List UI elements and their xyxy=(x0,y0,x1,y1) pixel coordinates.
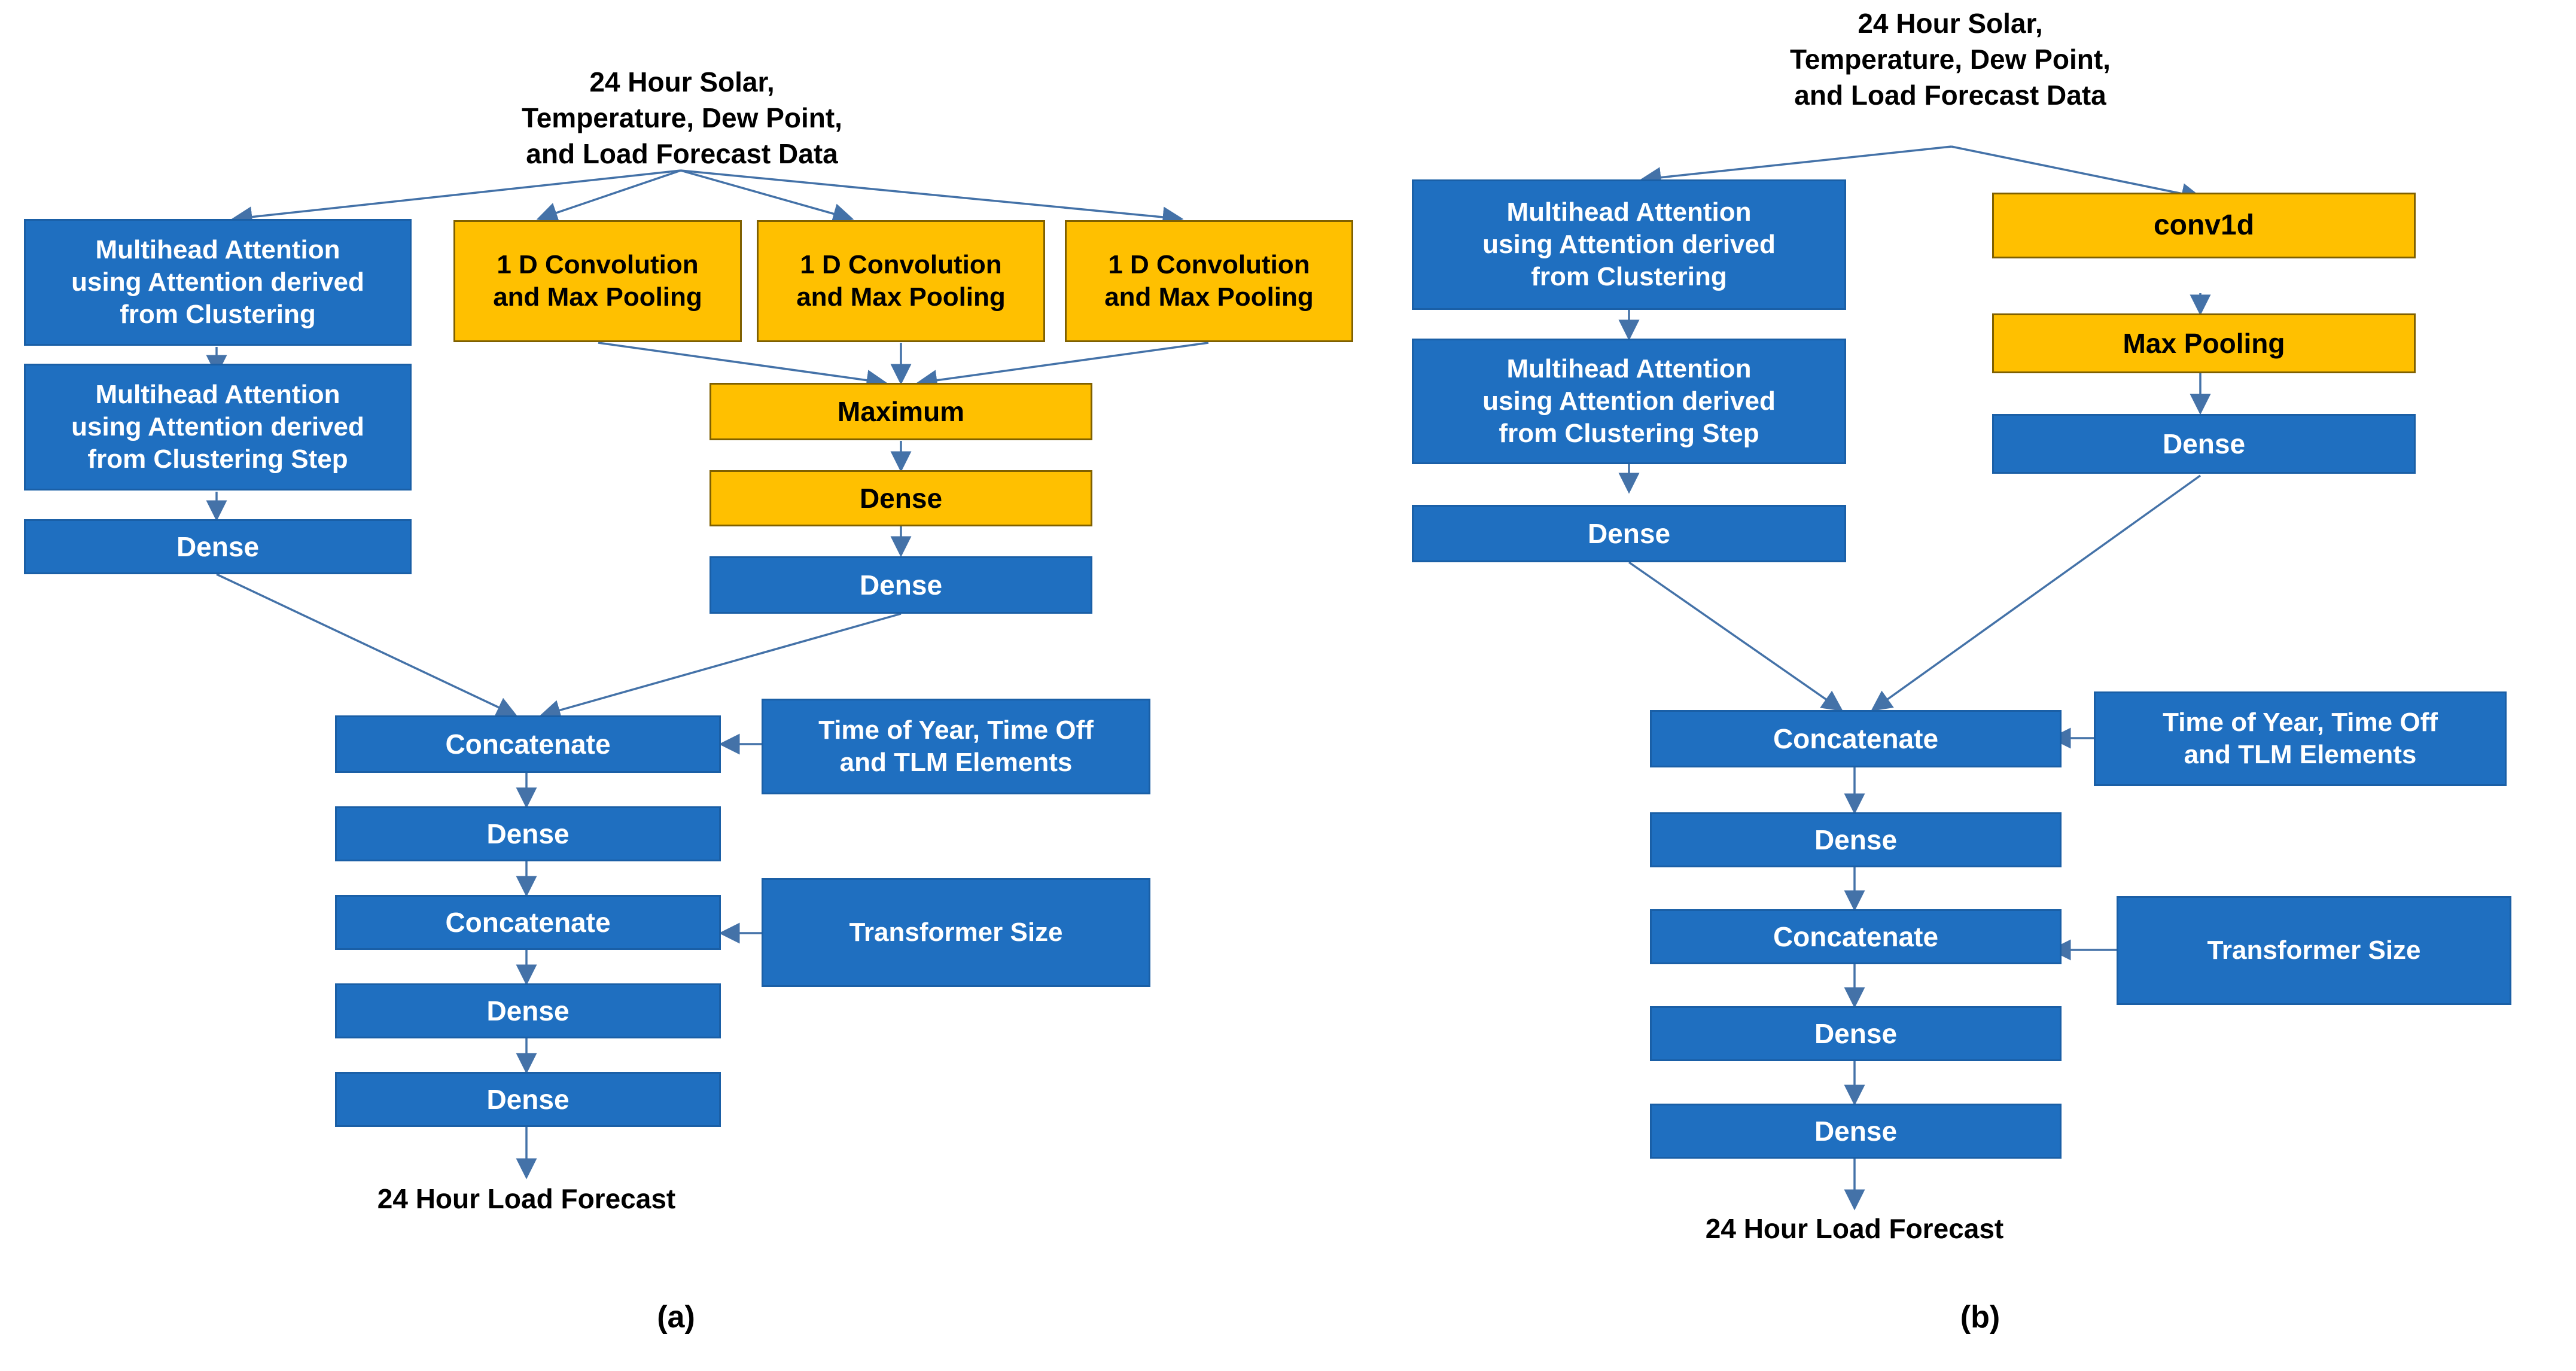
panel-a-node-dense-middle-blue[interactable]: Dense xyxy=(710,556,1092,614)
panel-b-node-concatenate-2[interactable]: Concatenate xyxy=(1650,909,2062,964)
node-label: Dense xyxy=(1814,1017,1898,1049)
panel-a-input-label: 24 Hour Solar,Temperature, Dew Point,and… xyxy=(522,66,842,169)
panel-b-node-concatenate-1[interactable]: Concatenate xyxy=(1650,710,2062,767)
node-label: Transformer Size xyxy=(2207,936,2421,965)
panel-a-node-dense-a[interactable]: Dense xyxy=(335,806,721,861)
node-label: Concatenate xyxy=(445,728,611,760)
panel-b-input-label: 24 Hour Solar,Temperature, Dew Point,and… xyxy=(1790,8,2111,111)
panel-b-node-dense-right[interactable]: Dense xyxy=(1992,414,2416,474)
node-label: Dense xyxy=(1814,824,1898,855)
panel-b-node-transformer-size[interactable]: Transformer Size xyxy=(2117,896,2511,1005)
panel-b-node-dense-left[interactable]: Dense xyxy=(1412,505,1846,562)
node-label: Dense xyxy=(1587,517,1671,549)
node-label: Maximum xyxy=(837,395,965,427)
panel-a-node-concatenate-1[interactable]: Concatenate xyxy=(335,715,721,773)
panel-a-node-dense-c[interactable]: Dense xyxy=(335,1072,721,1127)
node-label: Dense xyxy=(2162,428,2246,459)
panel-b-node-dense-b[interactable]: Dense xyxy=(1650,1006,2062,1061)
panel-a-node-dense-middle-yellow[interactable]: Dense xyxy=(710,470,1092,526)
node-label: Max Pooling xyxy=(2123,327,2285,359)
panel-a-caption: (a) xyxy=(657,1300,695,1335)
panel-b-node-dense-c[interactable]: Dense xyxy=(1650,1104,2062,1159)
node-label: Dense xyxy=(486,1083,570,1115)
node-label: Dense xyxy=(486,995,570,1026)
panel-a-node-maximum[interactable]: Maximum xyxy=(710,383,1092,440)
node-label: Concatenate xyxy=(445,906,611,938)
node-label: Transformer Size xyxy=(849,918,1063,947)
panel-a-node-transformer-size[interactable]: Transformer Size xyxy=(762,878,1150,987)
panel-a-output-label: 24 Hour Load Forecast xyxy=(377,1183,676,1214)
panel-b-node-dense-a[interactable]: Dense xyxy=(1650,812,2062,867)
node-label: Dense xyxy=(859,482,943,514)
panel-a-node-dense-left[interactable]: Dense xyxy=(24,519,412,574)
node-label: conv1d xyxy=(2153,209,2255,241)
panel-b-node-conv1d[interactable]: conv1d xyxy=(1992,193,2416,258)
panel-b-node-max-pooling[interactable]: Max Pooling xyxy=(1992,313,2416,373)
panel-b-output-label: 24 Hour Load Forecast xyxy=(1705,1213,2004,1244)
panel-a-node-dense-b[interactable]: Dense xyxy=(335,983,721,1038)
node-label: Concatenate xyxy=(1773,921,1939,952)
panel-a-node-concatenate-2[interactable]: Concatenate xyxy=(335,895,721,950)
node-label: Dense xyxy=(1814,1115,1898,1147)
node-label: Dense xyxy=(859,569,943,601)
node-label: Concatenate xyxy=(1773,723,1939,754)
node-label: Dense xyxy=(176,531,260,562)
node-label: Dense xyxy=(486,818,570,849)
panel-b-caption: (b) xyxy=(1960,1300,2000,1335)
